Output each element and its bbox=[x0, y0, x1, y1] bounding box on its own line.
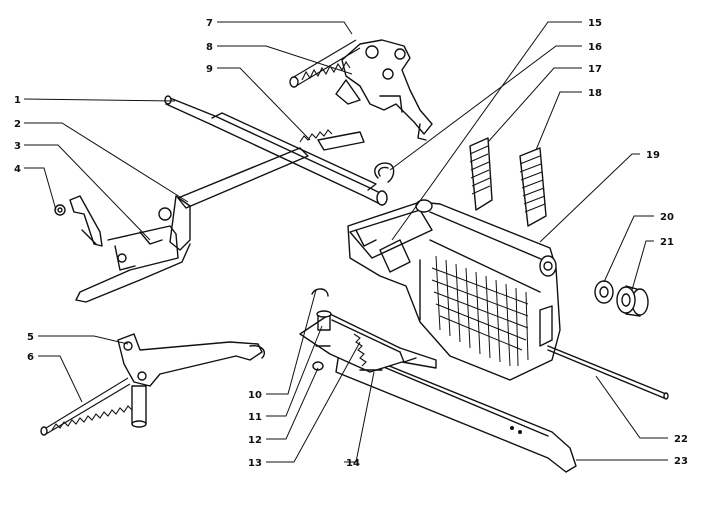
callout-21: 21 bbox=[660, 237, 674, 248]
part-wire-22 bbox=[547, 345, 669, 400]
callout-14: 14 bbox=[346, 458, 360, 469]
callout-4: 4 bbox=[14, 164, 21, 175]
callout-20: 20 bbox=[660, 212, 674, 223]
callout-17: 17 bbox=[588, 64, 602, 75]
part-latch-10-14 bbox=[299, 288, 437, 373]
part-bracket-4 bbox=[54, 195, 103, 247]
callout-3: 3 bbox=[14, 141, 21, 152]
part-comb-18 bbox=[519, 147, 547, 227]
part-clip-15-16 bbox=[374, 162, 395, 183]
part-spring-9 bbox=[299, 129, 365, 151]
callout-8: 8 bbox=[206, 42, 213, 53]
callout-18: 18 bbox=[588, 88, 602, 99]
part-washer-20 bbox=[594, 280, 614, 304]
callout-12: 12 bbox=[248, 435, 262, 446]
callout-labels: 1 2 3 4 5 6 7 8 9 10 11 12 13 14 15 16 1… bbox=[14, 18, 688, 469]
callout-11: 11 bbox=[248, 412, 262, 423]
callout-1: 1 bbox=[14, 95, 21, 106]
callout-15: 15 bbox=[588, 18, 602, 29]
callout-16: 16 bbox=[588, 42, 602, 53]
callout-5: 5 bbox=[27, 332, 34, 343]
callout-6: 6 bbox=[27, 352, 34, 363]
leader-lines bbox=[23, 21, 668, 463]
part-comb-17 bbox=[469, 137, 493, 211]
callout-9: 9 bbox=[206, 64, 213, 75]
part-lever-5-6 bbox=[40, 333, 266, 436]
callout-13: 13 bbox=[248, 458, 262, 469]
callout-23: 23 bbox=[674, 456, 688, 467]
callout-22: 22 bbox=[674, 434, 688, 445]
part-bushing-21 bbox=[616, 285, 649, 317]
callout-7: 7 bbox=[206, 18, 213, 29]
part-housing-19 bbox=[347, 199, 561, 381]
part-rod-1 bbox=[164, 95, 388, 206]
part-lever-2-3 bbox=[75, 147, 309, 303]
callout-10: 10 bbox=[248, 390, 262, 401]
callout-2: 2 bbox=[14, 119, 21, 130]
part-pawl-7-8 bbox=[289, 39, 433, 141]
callout-19: 19 bbox=[646, 150, 660, 161]
